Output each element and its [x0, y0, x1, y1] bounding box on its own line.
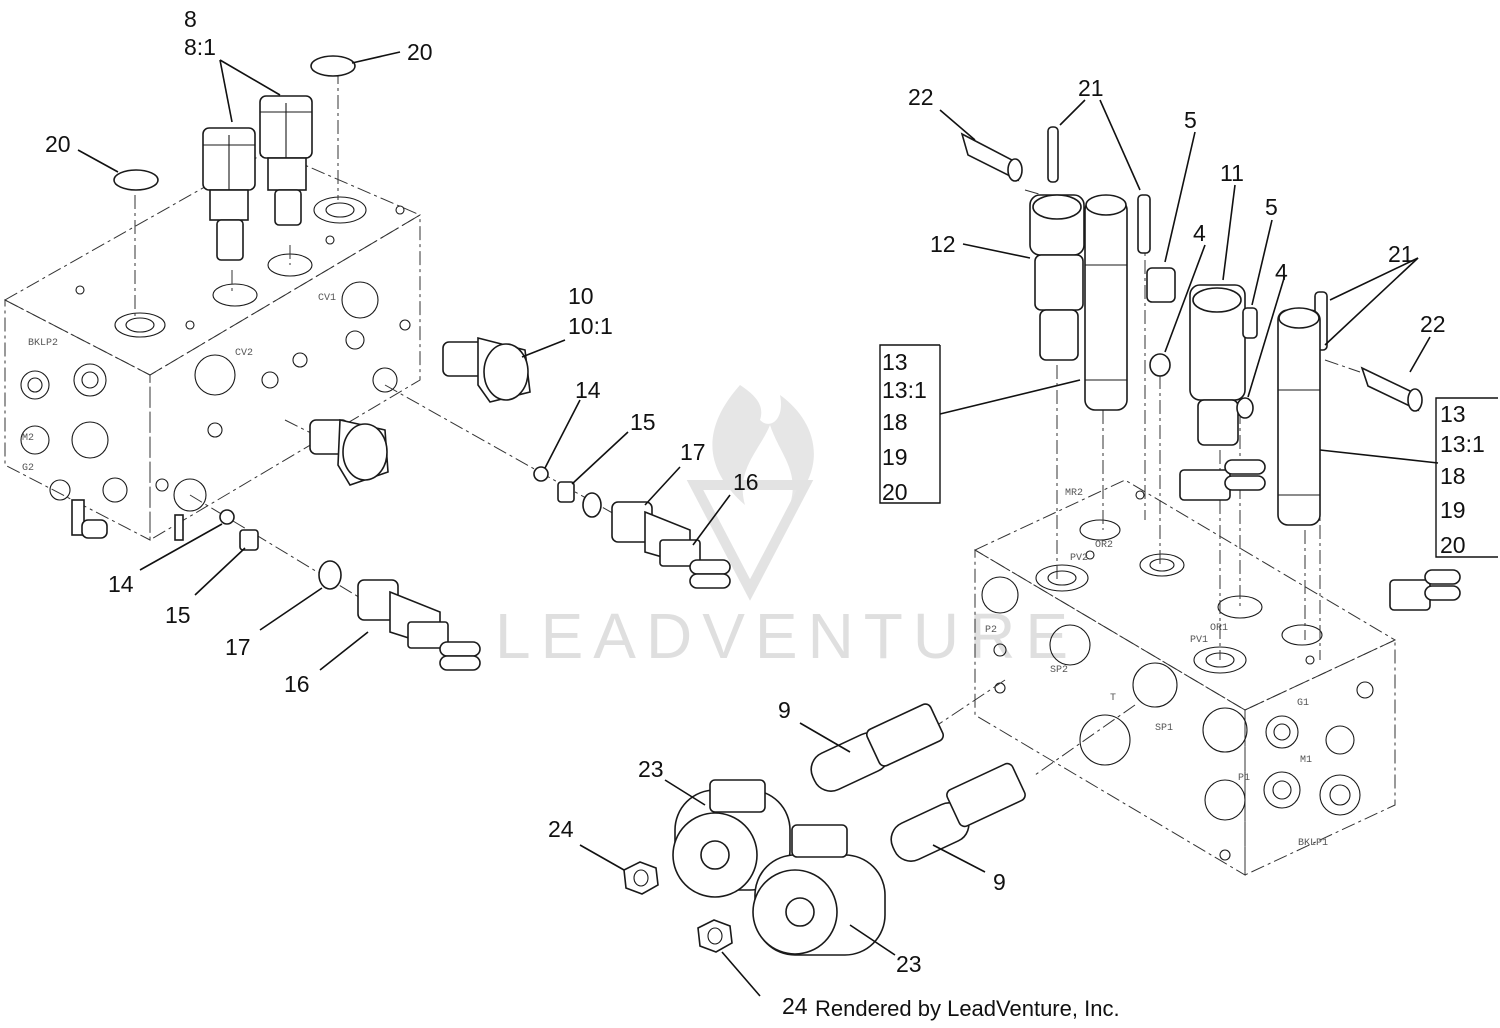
kit-box-left-item-1: 13:1 [882, 377, 927, 403]
callout-8: 8 [184, 6, 197, 32]
kit-box-left-item-0: 13 [882, 349, 908, 375]
port-mark-g2: G2 [22, 463, 34, 474]
callout-16-upper: 16 [733, 469, 759, 495]
port-mark-or2: OR2 [1095, 540, 1113, 551]
callout-4-left: 4 [1193, 220, 1206, 246]
kit-box-right-item-3: 19 [1440, 497, 1466, 523]
watermark-text: LEADVENTURE [495, 600, 1078, 672]
callout-21-right: 21 [1388, 241, 1414, 267]
callout-22-top: 22 [908, 84, 934, 110]
callout-11: 11 [1220, 160, 1244, 186]
callout-15-lower: 15 [165, 602, 191, 628]
oring-4-left [1149, 353, 1171, 377]
port-mark-p1: P1 [1238, 773, 1250, 784]
oring-4-right [1236, 397, 1254, 419]
port-mark-cv1: CV1 [318, 293, 336, 304]
cartridge-valve-8 [202, 95, 313, 261]
port-mark-g1: G1 [1297, 698, 1309, 709]
connector-plugs-right [1179, 459, 1461, 611]
pin-22 [960, 132, 1423, 412]
callout-9-upper: 9 [778, 697, 791, 723]
callout-12: 12 [930, 231, 956, 257]
nut-24 [623, 861, 733, 953]
watermark: LEADVENTURE [495, 385, 1078, 672]
sensor-chain-lower [219, 509, 481, 671]
callout-24-lower: 24 [782, 993, 808, 1019]
port-mark-mr2: MR2 [1065, 488, 1083, 499]
port-mark-m1: M1 [1300, 755, 1312, 766]
callout-15-upper: 15 [630, 409, 656, 435]
port-mark-or1: OR1 [1210, 623, 1228, 634]
spool-valve-13-left [1084, 194, 1128, 411]
solenoid-valve-9 [810, 703, 1026, 862]
callout-23-lower: 23 [896, 951, 922, 977]
callout-21-top: 21 [1078, 75, 1104, 101]
kit-box-left-item-2: 18 [882, 409, 908, 435]
port-mark-sp2: SP2 [1050, 665, 1068, 676]
kit-box-left-item-3: 19 [882, 444, 908, 470]
callout-17-lower: 17 [225, 634, 251, 660]
spool-valve-13-right [1277, 307, 1321, 526]
callout-22-right: 22 [1420, 311, 1446, 337]
snap-ring-20 [113, 55, 356, 191]
port-mark-pv1: PV1 [1190, 635, 1208, 646]
left-manifold-block: BKLP2 M2 G2 CV2 CV1 [3, 149, 422, 541]
port-mark-p2: P2 [985, 625, 997, 636]
kit-box-right: 13 13:1 18 19 20 [1435, 397, 1498, 558]
callout-23-upper: 23 [638, 756, 664, 782]
callout-8-1: 8:1 [184, 34, 216, 60]
callout-labels: 8 8:1 20 20 10 10:1 14 15 17 16 14 15 17… [45, 6, 1446, 1019]
plug-10 [309, 336, 531, 486]
kit-box-right-item-1: 13:1 [1440, 431, 1485, 457]
port-mark-bklp2: BKLP2 [28, 338, 58, 349]
kit-box-left: 13 13:1 18 19 20 [879, 344, 941, 505]
port-mark-sp1: SP1 [1155, 723, 1173, 734]
callout-14-lower: 14 [108, 571, 134, 597]
port-mark-cv2: CV2 [235, 348, 253, 359]
callout-14-upper: 14 [575, 377, 601, 403]
right-manifold-block: MR2 PV2 OR2 P2 SP2 T SP1 OR1 PV1 G1 M1 P… [973, 479, 1397, 876]
callout-20-left: 20 [45, 131, 71, 157]
render-credit: Rendered by LeadVenture, Inc. [815, 996, 1120, 1021]
callout-5-right: 5 [1265, 194, 1278, 220]
callout-4-right: 4 [1275, 259, 1288, 285]
callout-10-1: 10:1 [568, 313, 613, 339]
port-mark-bklp1: BKLP1 [1298, 838, 1328, 849]
callout-20-top: 20 [407, 39, 433, 65]
callout-16-lower: 16 [284, 671, 310, 697]
plug-5-left [1146, 267, 1176, 303]
callout-10: 10 [568, 283, 594, 309]
leader-lines [77, 51, 1439, 997]
plug-5-right [1242, 307, 1258, 339]
right-centerlines [914, 189, 1361, 776]
callout-24-upper: 24 [548, 816, 574, 842]
callout-17-upper: 17 [680, 439, 706, 465]
kit-box-left-item-4: 20 [882, 479, 908, 505]
kit-box-right-item-0: 13 [1440, 401, 1466, 427]
relief-valve-12 [1029, 194, 1085, 361]
solenoid-coil-23 [672, 779, 886, 956]
port-mark-t: T [1110, 693, 1116, 704]
port-mark-m2: M2 [22, 433, 34, 444]
sensor-chain-upper [533, 466, 731, 589]
kit-box-right-item-4: 20 [1440, 532, 1466, 558]
relief-valve-11 [1189, 284, 1246, 446]
port-mark-pv2: PV2 [1070, 553, 1088, 564]
kit-box-right-item-2: 18 [1440, 463, 1466, 489]
callout-5-left: 5 [1184, 107, 1197, 133]
callout-9-lower: 9 [993, 869, 1006, 895]
